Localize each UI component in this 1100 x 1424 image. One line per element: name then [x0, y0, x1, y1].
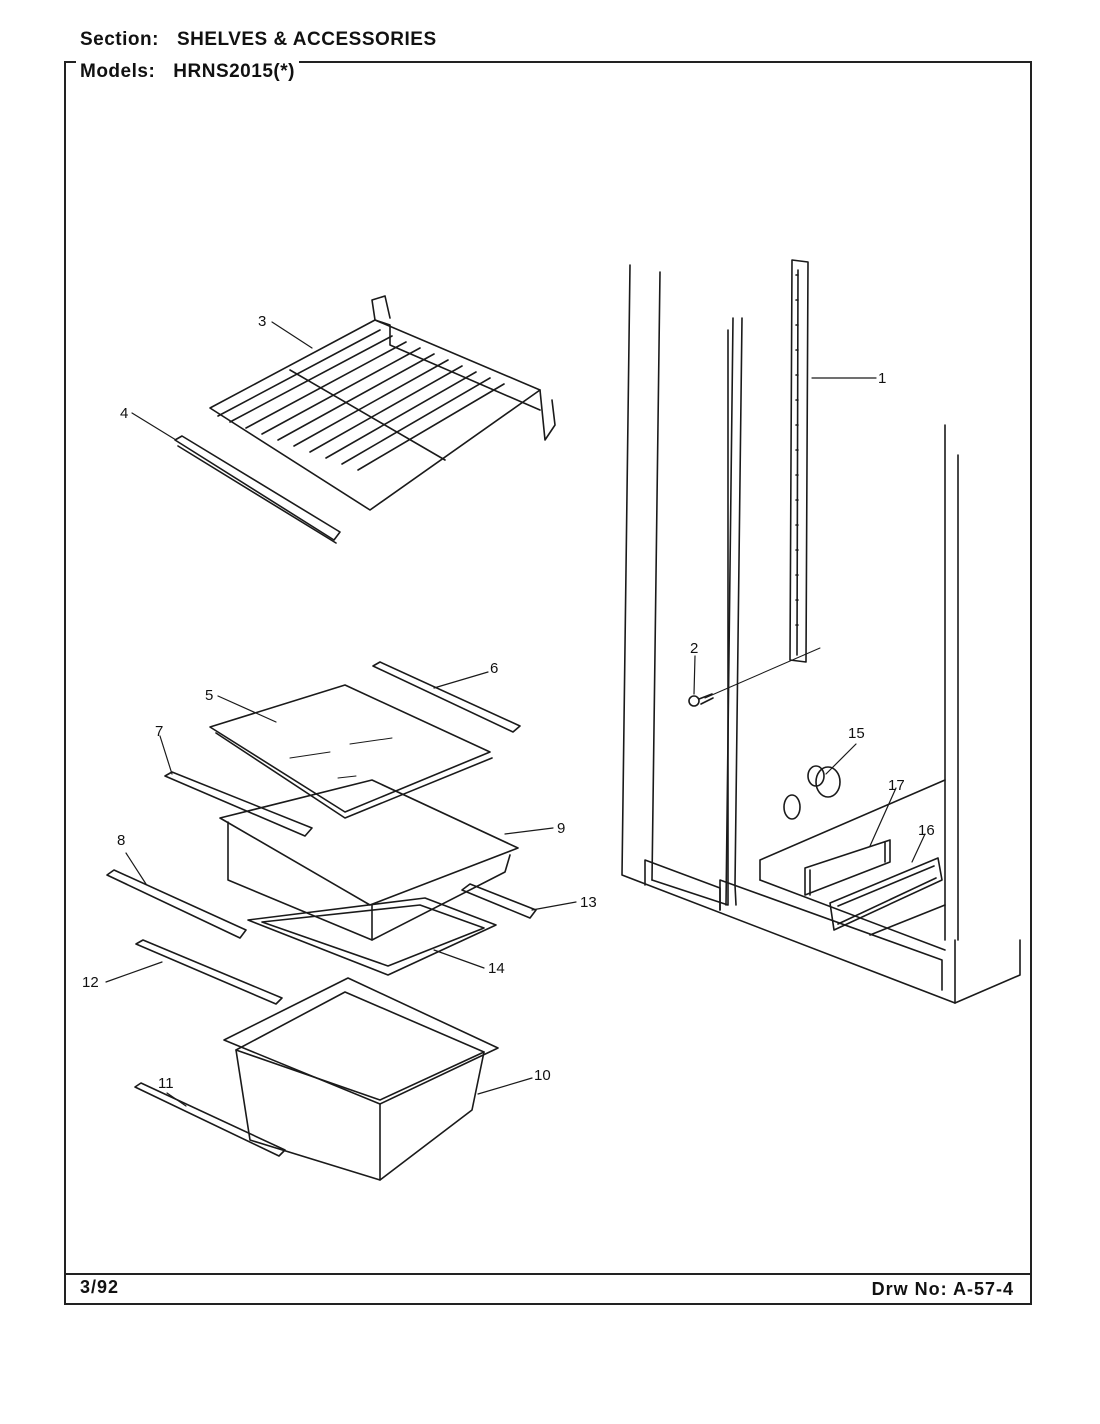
part-3-wire-shelf: [209, 295, 556, 511]
part-11-rail: [134, 1082, 286, 1157]
models-value: HRNS2015(*): [173, 61, 295, 82]
cabinet-outline: [621, 264, 1021, 1004]
part-2-screw: [688, 693, 714, 707]
callout-8: 8: [117, 832, 125, 849]
footer-divider: [64, 1273, 1032, 1275]
part-10-bin: [223, 977, 499, 1181]
leader-lines: [105, 321, 926, 1107]
section-heading: Section: SHELVES & ACCESSORIES: [80, 29, 437, 51]
callout-5: 5: [205, 687, 213, 704]
drawing-number: Drw No: A-57-4: [871, 1279, 1014, 1299]
part-13-slide-rail: [461, 883, 537, 919]
callout-16: 16: [918, 822, 935, 839]
part-16-lamp-cover: [829, 857, 943, 931]
callout-14: 14: [488, 960, 505, 977]
part-6-trim-strip: [372, 661, 521, 733]
callout-labels: 1 2 3 4 5 6 7 8 9 10 11 12 13 14 15 16 1…: [82, 313, 935, 1092]
drawing-frame: [64, 61, 1032, 1305]
part-14-drawer-cover: [247, 897, 497, 976]
part-8-rail: [106, 869, 247, 939]
part-15-socket: [783, 765, 841, 820]
part-7-trim: [164, 771, 313, 837]
section-value: SHELVES & ACCESSORIES: [176, 29, 437, 50]
callout-17: 17: [888, 777, 905, 794]
models-label: Models:: [80, 61, 156, 82]
part-1-shelf-rail: [704, 259, 821, 699]
callout-12: 12: [82, 974, 99, 991]
part-12-rail: [135, 939, 283, 1005]
models-heading: Models: HRNS2015(*): [76, 61, 299, 83]
callout-13: 13: [580, 894, 597, 911]
callout-15: 15: [848, 725, 865, 742]
callout-9: 9: [557, 820, 565, 837]
part-4-shelf-trim: [174, 435, 341, 544]
callout-7: 7: [155, 723, 163, 740]
callout-3: 3: [258, 313, 266, 330]
callout-4: 4: [120, 405, 128, 422]
callout-6: 6: [490, 660, 498, 677]
part-17-bracket: [804, 839, 891, 896]
callout-1: 1: [878, 370, 886, 387]
callout-10: 10: [534, 1067, 551, 1084]
part-5-glass-shelf: [209, 684, 493, 819]
callout-11: 11: [158, 1075, 174, 1092]
callout-2: 2: [690, 640, 698, 657]
drawing-date: 3/92: [80, 1277, 120, 1297]
section-label: Section:: [80, 29, 159, 50]
